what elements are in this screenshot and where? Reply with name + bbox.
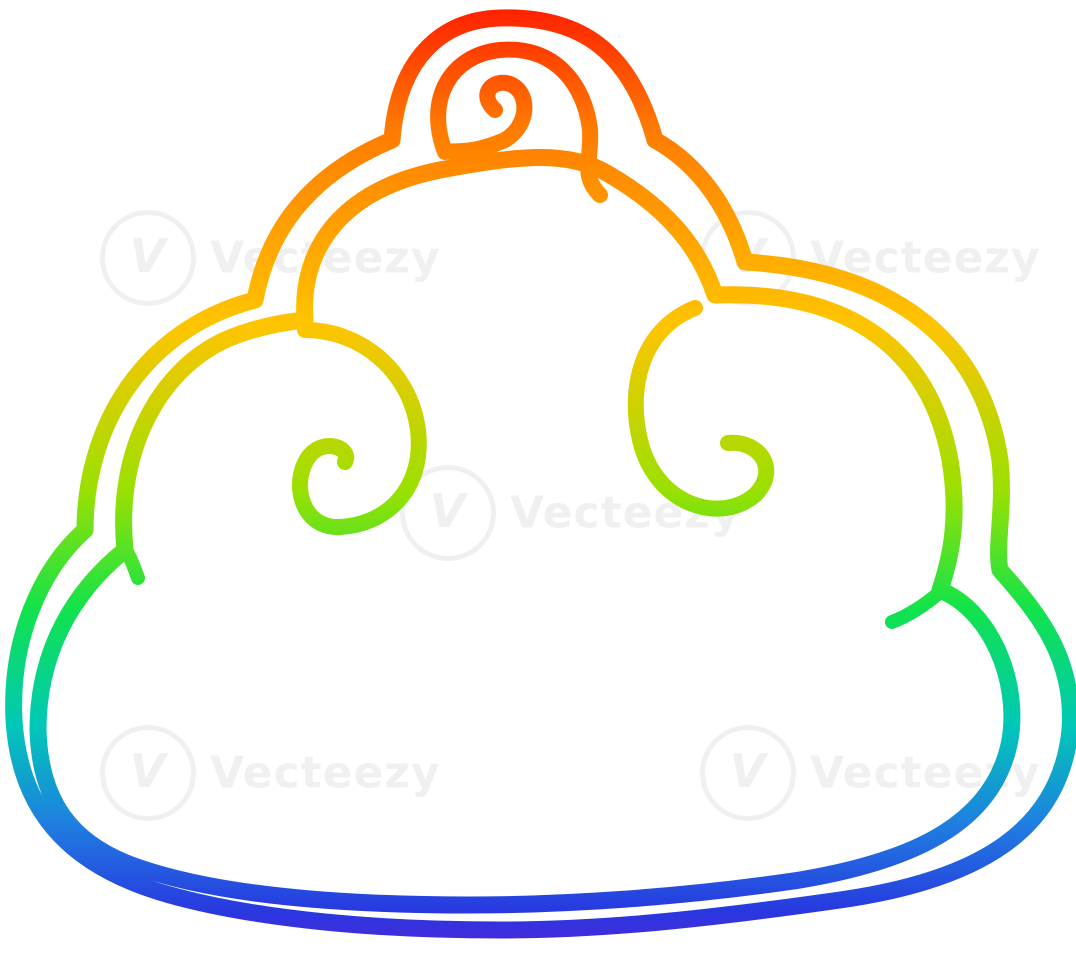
cloud-outer-outline (5, 9, 1076, 939)
watermark-logo-icon: V (700, 725, 796, 821)
right-curl (627, 300, 775, 517)
watermark-logo-icon: V (100, 725, 196, 821)
watermark-logo-icon: V (400, 465, 496, 561)
right-tick (885, 585, 947, 629)
watermark-logo-icon: V (100, 210, 196, 306)
top-curl (430, 41, 608, 203)
left-tick (118, 541, 145, 585)
left-curl (292, 322, 427, 535)
cloud-inner-outline (29, 149, 1021, 914)
